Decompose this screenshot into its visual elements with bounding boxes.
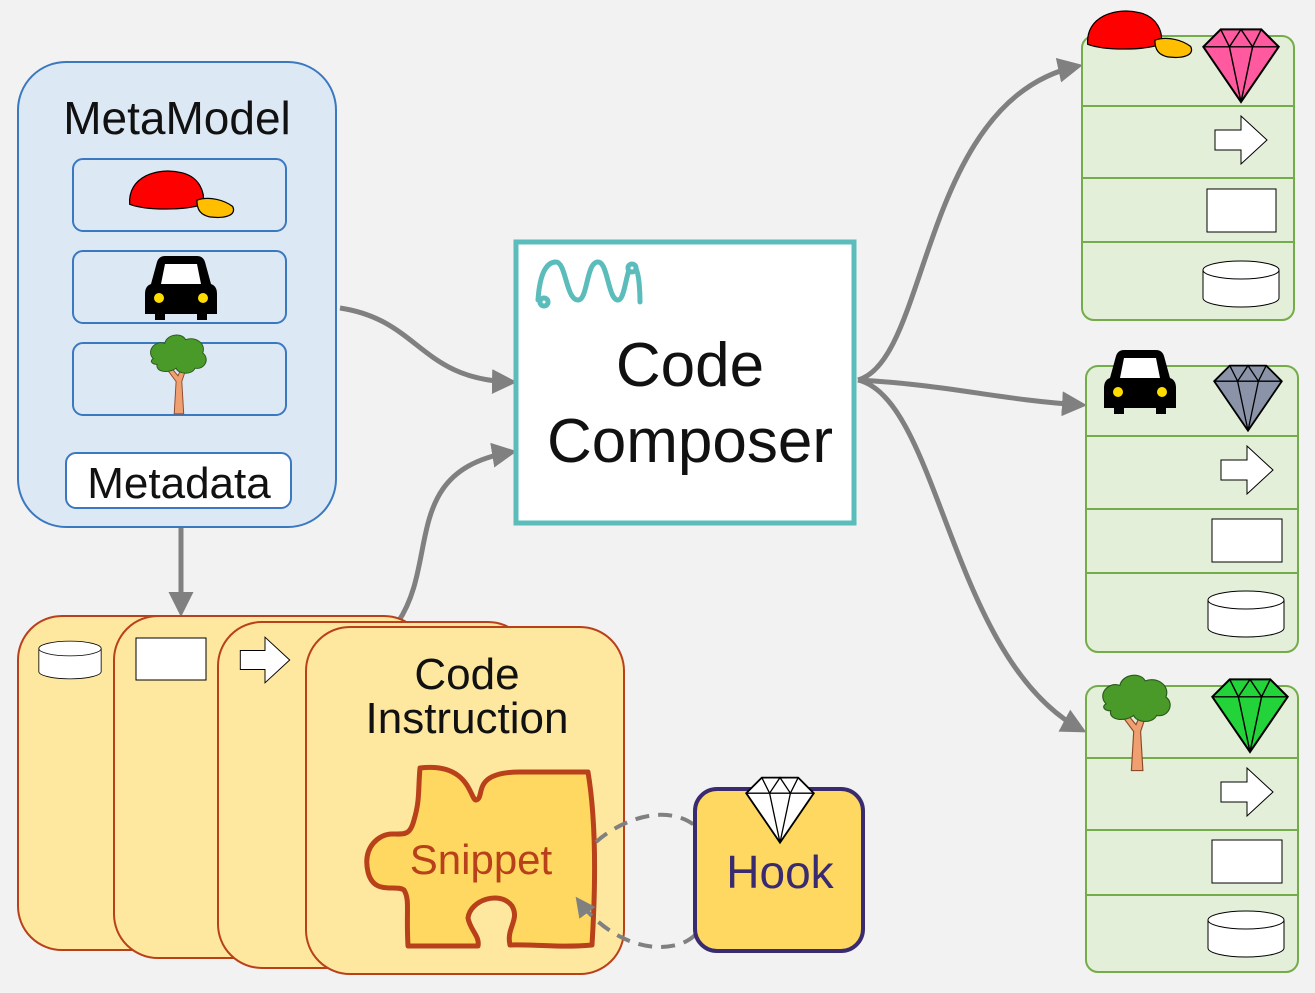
output-panel-car[interactable] bbox=[1085, 350, 1299, 653]
hook-label: Hook bbox=[726, 846, 834, 898]
cylinder-icon bbox=[1202, 260, 1280, 308]
rectangle-icon bbox=[135, 637, 207, 681]
metamodel-title: MetaModel bbox=[63, 92, 291, 144]
rectangle-icon bbox=[1206, 188, 1277, 233]
metadata-box[interactable] bbox=[65, 452, 292, 509]
rectangle-icon bbox=[1211, 518, 1283, 563]
snippet-label: Snippet bbox=[410, 836, 553, 883]
output-panel-tree[interactable] bbox=[1085, 674, 1299, 973]
cylinder-icon bbox=[1207, 590, 1285, 638]
metamodel-panel: MetaModel Metadata bbox=[17, 61, 337, 528]
car-icon bbox=[1104, 350, 1176, 414]
composer-label-line2: Composer bbox=[547, 407, 833, 476]
cylinder-icon bbox=[1207, 910, 1285, 958]
composer-label-line1: Code bbox=[616, 331, 764, 400]
metamodel-to-composer-arrow bbox=[339, 305, 517, 395]
composer-to-output-3-arrow bbox=[857, 377, 1087, 733]
hook-to-snippet-dashed-arrow bbox=[575, 812, 720, 949]
instruction-title-line1: Code bbox=[414, 650, 519, 699]
snippet-puzzle-piece[interactable] bbox=[364, 764, 598, 949]
output-panel-cap[interactable] bbox=[1081, 10, 1295, 321]
metadata-label: Metadata bbox=[87, 459, 271, 508]
composer-to-output-2-arrow bbox=[857, 377, 1087, 417]
instructions-to-composer-arrow bbox=[395, 442, 517, 624]
instruction-title-line2: Instruction bbox=[366, 694, 569, 743]
composer-logo-icon bbox=[535, 259, 643, 309]
cylinder-icon bbox=[38, 640, 102, 680]
composer-to-output-1-arrow bbox=[857, 58, 1083, 383]
code-instruction-stack: Code Instruction Snippet bbox=[17, 615, 625, 975]
hook-box[interactable]: Hook bbox=[693, 776, 865, 953]
rectangle-icon bbox=[1211, 839, 1283, 884]
code-composer-box[interactable]: Code Composer bbox=[513, 239, 857, 526]
